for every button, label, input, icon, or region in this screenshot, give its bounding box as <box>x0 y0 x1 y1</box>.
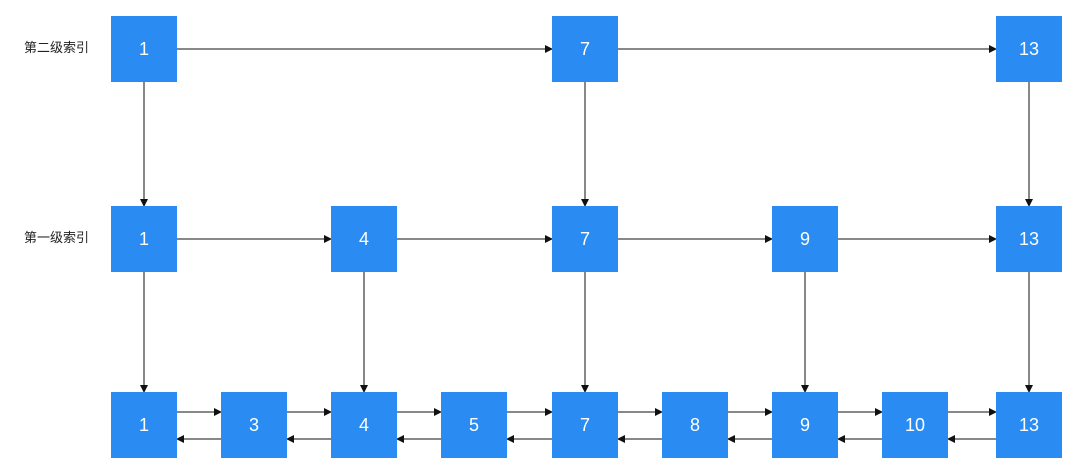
level1-node-label-7: 7 <box>580 229 590 249</box>
base-node-label-7: 7 <box>580 415 590 435</box>
level2-node-label-7: 7 <box>580 39 590 59</box>
level2-node-13: 13 <box>996 16 1062 82</box>
base-node-label-1: 1 <box>139 415 149 435</box>
base-node-box-5 <box>441 392 507 458</box>
base-node-7: 7 <box>552 392 618 458</box>
base-node-label-10: 10 <box>905 415 925 435</box>
level1-node-label-9: 9 <box>800 229 810 249</box>
base-node-3: 3 <box>221 392 287 458</box>
level1-node-box-13 <box>996 206 1062 272</box>
base-node-label-5: 5 <box>469 415 479 435</box>
level1-node-7: 7 <box>552 206 618 272</box>
base-node-8: 8 <box>662 392 728 458</box>
base-node-13: 13 <box>996 392 1062 458</box>
level1-label: 第一级索引 <box>24 231 90 246</box>
base-node-box-1 <box>111 392 177 458</box>
base-node-box-3 <box>221 392 287 458</box>
level2-node-1: 1 <box>111 16 177 82</box>
base-node-9: 9 <box>772 392 838 458</box>
base-node-box-13 <box>996 392 1062 458</box>
level1-node-13: 13 <box>996 206 1062 272</box>
level1-node-label-4: 4 <box>359 229 369 249</box>
level1-node-9: 9 <box>772 206 838 272</box>
level1-node-box-9 <box>772 206 838 272</box>
base-node-box-10 <box>882 392 948 458</box>
base-node-5: 5 <box>441 392 507 458</box>
base-node-label-9: 9 <box>800 415 810 435</box>
base-node-label-8: 8 <box>690 415 700 435</box>
level2-node-label-13: 13 <box>1019 39 1039 59</box>
base-node-label-13: 13 <box>1019 415 1039 435</box>
base-node-box-7 <box>552 392 618 458</box>
level2-node-label-1: 1 <box>139 39 149 59</box>
level2-node-box-1 <box>111 16 177 82</box>
level1-node-box-7 <box>552 206 618 272</box>
base-node-label-4: 4 <box>359 415 369 435</box>
level1-node-4: 4 <box>331 206 397 272</box>
level1-node-label-13: 13 <box>1019 229 1039 249</box>
base-node-1: 1 <box>111 392 177 458</box>
base-node-4: 4 <box>331 392 397 458</box>
base-node-box-4 <box>331 392 397 458</box>
base-node-box-8 <box>662 392 728 458</box>
base-node-label-3: 3 <box>249 415 259 435</box>
level2-node-box-7 <box>552 16 618 82</box>
level1-node-label-1: 1 <box>139 229 149 249</box>
level2-node-7: 7 <box>552 16 618 82</box>
level2-label: 第二级索引 <box>24 41 90 56</box>
level1-node-1: 1 <box>111 206 177 272</box>
base-node-box-9 <box>772 392 838 458</box>
level1-node-box-1 <box>111 206 177 272</box>
edges-layer <box>140 45 1033 443</box>
level1-node-box-4 <box>331 206 397 272</box>
level2-node-box-13 <box>996 16 1062 82</box>
base-node-10: 10 <box>882 392 948 458</box>
